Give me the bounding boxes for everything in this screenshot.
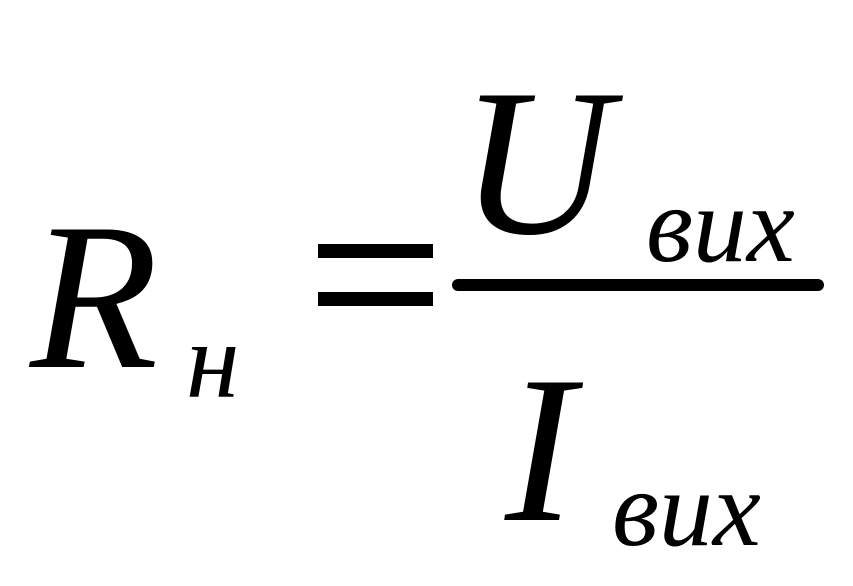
numerator-symbol: U — [460, 47, 612, 279]
denominator-symbol: I — [505, 334, 575, 566]
numerator-subscript: вих — [646, 166, 795, 285]
equals-sign-top-bar — [318, 244, 433, 258]
lhs-symbol: R — [30, 181, 159, 413]
equals-sign-bottom-bar — [318, 292, 433, 306]
fraction-bar — [452, 279, 824, 291]
lhs-subscript: н — [186, 302, 240, 421]
denominator-subscript: вих — [612, 450, 761, 569]
